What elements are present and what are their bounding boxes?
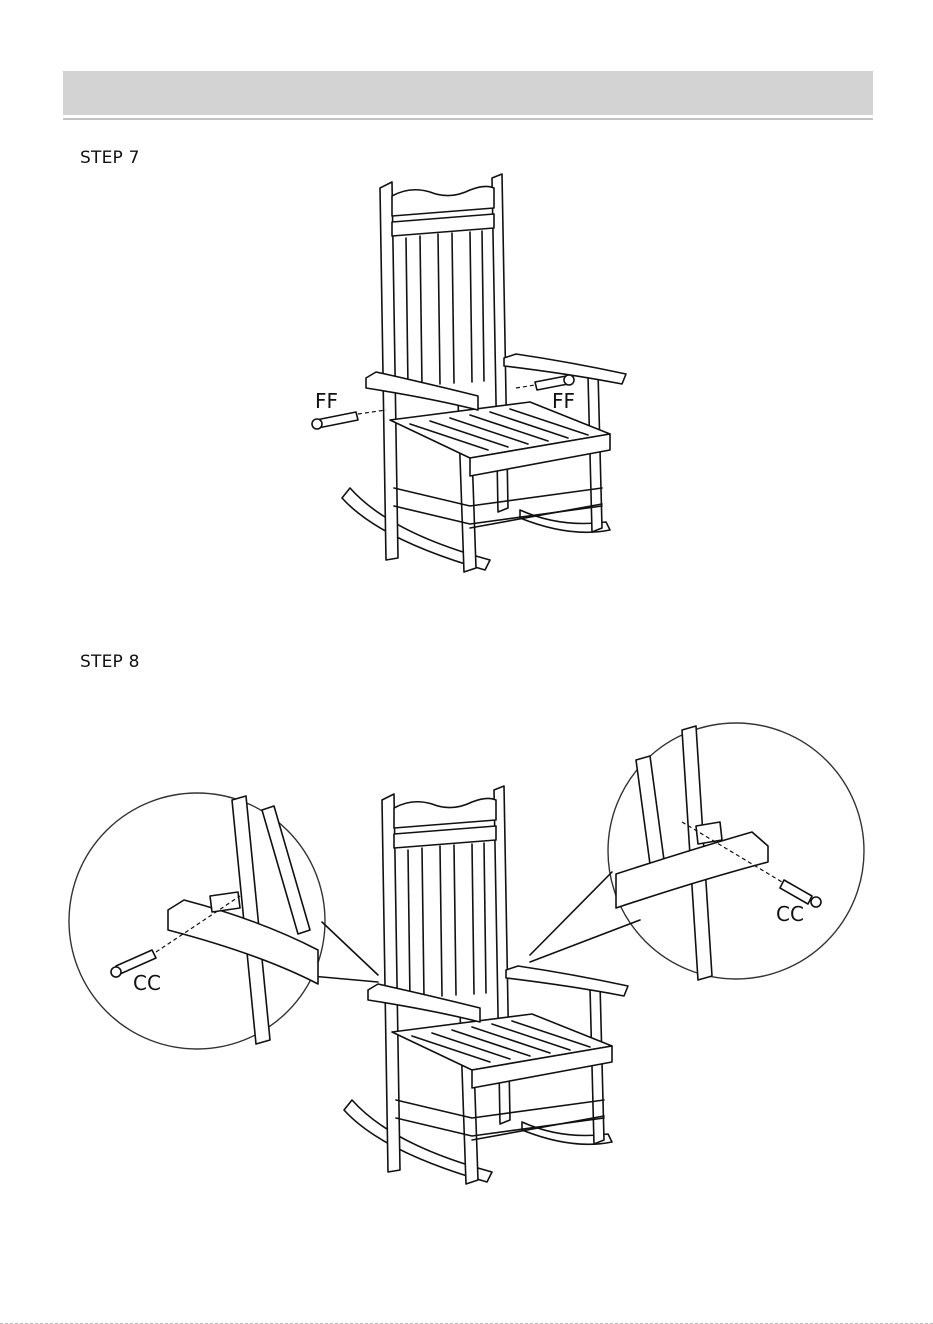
step-7-part-ff-right: FF bbox=[552, 389, 575, 413]
step-8-chair-drawing bbox=[344, 786, 628, 1184]
step-8-detail-right bbox=[530, 723, 864, 980]
step-7-part-ff-left: FF bbox=[315, 389, 338, 413]
step-8-part-cc-right: CC bbox=[776, 902, 804, 926]
step-7-bolt-right bbox=[516, 375, 574, 390]
step-8-detail-left bbox=[69, 793, 378, 1049]
step-8-part-cc-left: CC bbox=[133, 971, 161, 995]
step-7-chair-drawing bbox=[342, 174, 626, 572]
